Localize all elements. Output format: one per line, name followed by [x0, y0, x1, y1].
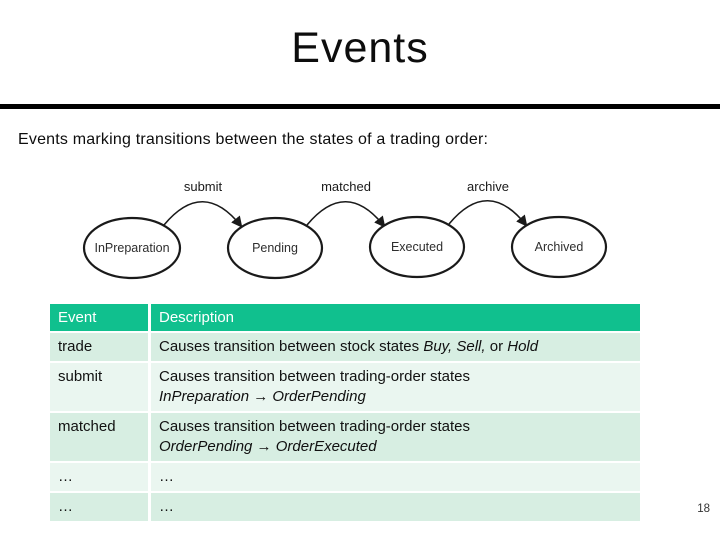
description-cell: … [151, 463, 640, 491]
description-cell: … [151, 493, 640, 521]
slide-subtitle: Events marking transitions between the s… [18, 131, 489, 148]
event-cell: … [50, 463, 148, 491]
transition-label-matched: matched [321, 179, 371, 194]
description-cell: Causes transition between stock states B… [151, 333, 640, 361]
transition-arrow-archive [448, 200, 528, 227]
table-header-event: Event [50, 304, 148, 331]
state-node-archived [510, 215, 608, 279]
transition-arrow-submit [163, 201, 243, 228]
transition-label-archive: archive [467, 179, 509, 194]
table-header-row: Event Description [50, 304, 640, 331]
state-diagram: submit matched archive InPreparation Pen… [82, 179, 608, 280]
transition-label-submit: submit [184, 179, 223, 194]
page-title: Events [291, 24, 429, 72]
event-cell: matched [50, 413, 148, 461]
state-node-pending [226, 216, 324, 280]
state-label-inpreparation: InPreparation [94, 241, 169, 255]
state-label-pending: Pending [252, 241, 298, 255]
event-cell: submit [50, 363, 148, 411]
title-divider [0, 104, 720, 109]
table-row: …… [50, 463, 640, 491]
description-cell: Causes transition between trading-order … [151, 363, 640, 411]
table-header-description: Description [151, 304, 640, 331]
table-row: …… [50, 493, 640, 521]
state-label-executed: Executed [391, 240, 443, 254]
transition-arrow-matched [306, 201, 386, 228]
event-cell: trade [50, 333, 148, 361]
page-number: 18 [697, 503, 710, 515]
state-node-executed [368, 215, 466, 279]
event-cell: … [50, 493, 148, 521]
state-label-archived: Archived [535, 240, 584, 254]
state-node-inpreparation [82, 216, 182, 280]
description-cell: Causes transition between trading-order … [151, 413, 640, 461]
